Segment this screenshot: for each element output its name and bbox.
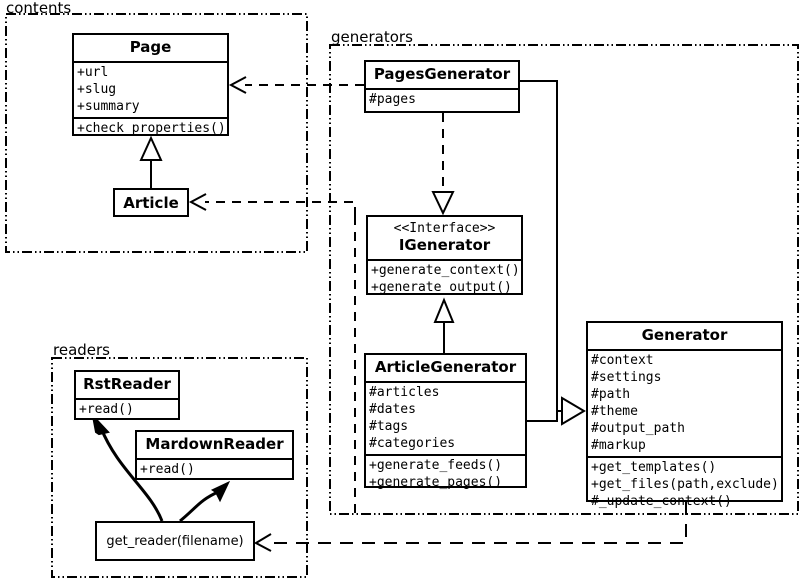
operation: +read() [140, 462, 195, 477]
attribute: #tags [369, 419, 409, 434]
operation: +read() [79, 402, 134, 417]
class-name-generator: Generator [641, 326, 728, 344]
attribute: #markup [591, 438, 646, 453]
class-box-page[interactable]: Page +url +slug +summary +check_properti… [72, 33, 229, 136]
attribute: #output_path [591, 421, 685, 436]
operation: +generate_output() [371, 280, 512, 295]
attribute: #path [591, 387, 631, 402]
class-attributes-pages-generator: #pages [366, 88, 518, 110]
class-name-page: Page [129, 38, 172, 56]
attribute: +url [77, 65, 109, 80]
class-header-igenerator: <<Interface>> IGenerator [368, 217, 521, 259]
class-stereotype-igenerator: <<Interface>> [393, 221, 496, 236]
class-operations-rst-reader: +read() [76, 398, 178, 420]
package-label-generators: generators [331, 28, 413, 46]
package-readers [51, 357, 308, 578]
class-name-rst-reader: RstReader [83, 375, 171, 393]
class-operations-mardown-reader: +read() [137, 458, 292, 480]
function-label-get-reader: get_reader(filename) [106, 533, 244, 549]
operation: +generate_context() [371, 263, 520, 278]
class-attributes-generator: #context #settings #path #theme #output_… [588, 349, 781, 456]
class-operations-article-generator: +generate_feeds() +generate_pages() [366, 454, 525, 493]
operation: +generate_pages() [369, 475, 503, 490]
package-label-readers: readers [53, 341, 110, 359]
operation: +get_files(path,exclude) [591, 477, 779, 492]
class-box-article-generator[interactable]: ArticleGenerator #articles #dates #tags … [364, 353, 527, 490]
attribute: #settings [591, 370, 662, 385]
class-attributes-page: +url +slug +summary [74, 61, 227, 117]
operation: +get_templates() [591, 460, 717, 475]
class-name-article: Article [123, 193, 179, 212]
package-contents [5, 13, 308, 253]
operation: #_update_context() [591, 494, 732, 509]
function-box-get-reader[interactable]: get_reader(filename) [95, 521, 255, 561]
attribute: #articles [369, 385, 440, 400]
class-name-igenerator: IGenerator [398, 236, 491, 254]
class-box-generator[interactable]: Generator #context #settings #path #them… [586, 321, 783, 509]
class-operations-generator: +get_templates() +get_files(path,exclude… [588, 456, 781, 512]
attribute: +summary [77, 99, 140, 114]
class-name-pages-generator: PagesGenerator [373, 65, 511, 83]
attribute: +slug [77, 82, 117, 97]
class-box-pages-generator[interactable]: PagesGenerator #pages [364, 60, 520, 113]
package-label-contents: contents [6, 0, 72, 17]
attribute: #pages [369, 92, 416, 107]
operation: +check_properties() [77, 121, 226, 136]
attribute: #dates [369, 402, 416, 417]
class-box-mardown-reader[interactable]: MardownReader +read() [135, 430, 294, 480]
class-name-article-generator: ArticleGenerator [374, 358, 517, 376]
class-box-article[interactable]: Article [113, 188, 189, 217]
class-operations-page: +check_properties() [74, 117, 227, 139]
operation: +generate_feeds() [369, 458, 503, 473]
class-name-mardown-reader: MardownReader [145, 435, 284, 453]
class-box-igenerator[interactable]: <<Interface>> IGenerator +generate_conte… [366, 215, 523, 295]
attribute: #categories [369, 436, 456, 451]
class-box-rst-reader[interactable]: RstReader +read() [74, 370, 180, 420]
class-attributes-article-generator: #articles #dates #tags #categories [366, 381, 525, 454]
attribute: #theme [591, 404, 638, 419]
class-operations-igenerator: +generate_context() +generate_output() [368, 259, 521, 298]
attribute: #context [591, 353, 654, 368]
